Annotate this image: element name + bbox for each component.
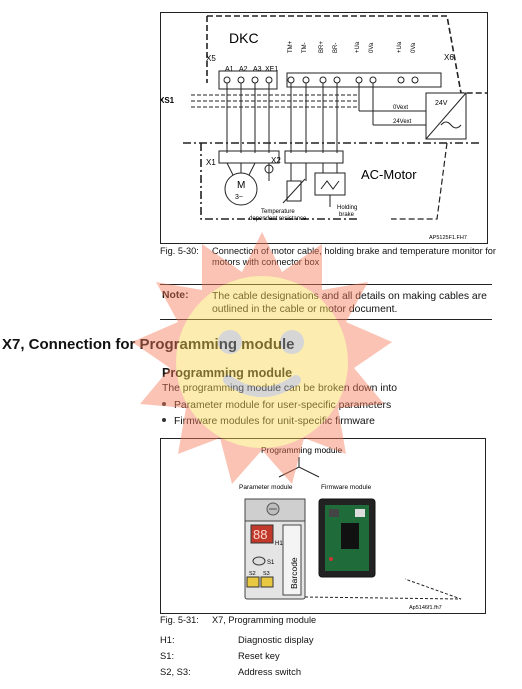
svg-text:S1: S1 — [267, 560, 275, 566]
svg-text:brake: brake — [339, 212, 355, 218]
svg-text:3~: 3~ — [235, 194, 243, 201]
svg-text:A3: A3 — [253, 66, 262, 73]
note-rule-top — [160, 284, 492, 285]
svg-text:0Vext: 0Vext — [393, 105, 408, 111]
svg-text:M: M — [237, 180, 245, 191]
figure-caption-5-31: Fig. 5-31: X7, Programming module — [160, 615, 317, 625]
figure-caption-5-30: Fig. 5-30: Connection of motor cable, ho… — [160, 246, 496, 267]
wiring-diagram-figure: DKC X5 A1 A2 A3 XE1 X6 TM+ TM- BR+ BR- +… — [160, 12, 488, 244]
svg-text:Parameter module: Parameter module — [239, 484, 293, 491]
svg-text:Ap5146f1.fh7: Ap5146f1.fh7 — [409, 605, 442, 611]
subsection-title: Programming module — [162, 366, 293, 380]
dkc-label: DKC — [229, 30, 259, 46]
svg-text:+Ua: +Ua — [397, 41, 403, 53]
section-title: X7, Connection for Programming module — [2, 336, 295, 353]
svg-text:BR+: BR+ — [319, 41, 325, 53]
subsection-intro: The programming module can be broken dow… — [162, 383, 398, 394]
note-rule-bottom — [160, 319, 492, 320]
svg-text:AP5125F1.FH7: AP5125F1.FH7 — [429, 235, 467, 241]
svg-text:A2: A2 — [239, 66, 248, 73]
svg-text:A1: A1 — [225, 66, 234, 73]
svg-text:dependent resistance: dependent resistance — [249, 216, 307, 222]
svg-text:XS1: XS1 — [161, 96, 175, 105]
bullet-icon — [162, 402, 166, 407]
svg-text:S3: S3 — [263, 571, 270, 577]
ac-motor-label: AC-Motor — [361, 167, 417, 182]
svg-text:0Va: 0Va — [369, 42, 375, 53]
svg-text:24V: 24V — [435, 100, 448, 107]
wiring-diagram: DKC X5 A1 A2 A3 XE1 X6 TM+ TM- BR+ BR- +… — [161, 15, 487, 241]
svg-text:Temperature: Temperature — [261, 209, 295, 215]
diagnostic-display: 88 — [253, 527, 267, 542]
x6-pin-labels: TM+ TM- BR+ BR- +Ua 0Va +Ua 0Va — [288, 40, 417, 53]
svg-text:X1: X1 — [206, 158, 216, 167]
svg-text:H1: H1 — [275, 541, 283, 547]
programming-module-illustration: Programming module Parameter module Firm… — [239, 445, 462, 611]
list-item: Firmware modules for unit-specific firmw… — [162, 416, 375, 427]
list-item: Parameter module for user-specific param… — [162, 400, 391, 411]
programming-module-figure: Programming module Parameter module Firm… — [160, 438, 486, 614]
svg-text:TM+: TM+ — [288, 40, 294, 53]
svg-text:Holding: Holding — [337, 205, 357, 211]
svg-text:24Vext: 24Vext — [393, 119, 412, 125]
svg-text:XE1: XE1 — [265, 66, 278, 73]
svg-text:+Ua: +Ua — [355, 41, 361, 53]
note-label: Note: — [162, 290, 189, 301]
barcode-label: Barcode — [289, 557, 299, 589]
svg-text:TM-: TM- — [302, 42, 308, 53]
svg-text:0Va: 0Va — [411, 42, 417, 53]
svg-text:Programming module: Programming module — [261, 445, 343, 455]
svg-text:BR-: BR- — [333, 43, 339, 53]
bullet-icon — [162, 418, 166, 423]
svg-text:S2: S2 — [249, 571, 256, 577]
svg-text:X6: X6 — [444, 53, 454, 62]
svg-text:X2: X2 — [271, 156, 281, 165]
svg-text:X5: X5 — [206, 54, 216, 63]
note-text: The cable designations and all details o… — [212, 291, 487, 315]
svg-text:Firmware module: Firmware module — [321, 484, 372, 491]
